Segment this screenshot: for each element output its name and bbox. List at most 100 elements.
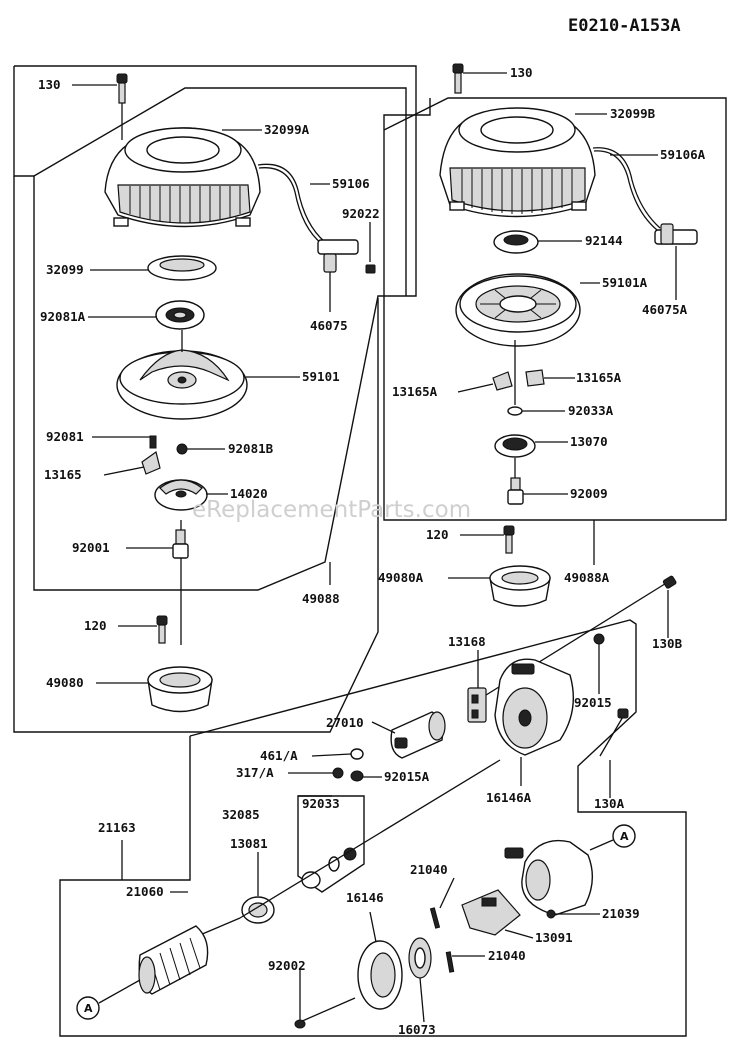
- label-46075: 46075: [310, 318, 348, 333]
- label-92081b: 92081B: [228, 441, 274, 456]
- washer-92033: [328, 847, 357, 872]
- label-461a: 461/A: [260, 748, 298, 763]
- label-59106a: 59106A: [660, 147, 706, 162]
- label-13081: 13081: [230, 836, 268, 851]
- solenoid-27010: [390, 711, 446, 759]
- rope-59106a: [592, 147, 661, 231]
- label-92015a: 92015A: [384, 769, 430, 784]
- label-16146: 16146: [346, 890, 384, 905]
- screw-92009: [507, 458, 524, 505]
- label-92001: 92001: [72, 540, 110, 555]
- label-130a: 130A: [594, 796, 625, 811]
- rope-59106: [257, 163, 326, 245]
- callout-a-right: A: [589, 824, 636, 851]
- ratchet-13165a-right: [525, 369, 545, 387]
- nut-92015a: [350, 770, 364, 782]
- bolt-130a: [599, 708, 629, 795]
- spring-92081a: [155, 300, 205, 330]
- nut-92015: [593, 633, 605, 645]
- label-92009: 92009: [570, 486, 608, 501]
- label-92081a: 92081A: [40, 309, 86, 324]
- watermark: eReplacementParts.com: [192, 497, 471, 523]
- label-130-left: 130: [38, 77, 61, 92]
- label-92081: 92081: [46, 429, 84, 444]
- label-16146a: 16146A: [486, 790, 532, 805]
- armature-21060: [138, 759, 501, 995]
- diagram-code: E0210-A153A: [568, 16, 681, 36]
- label-120-right: 120: [426, 527, 449, 542]
- guide-13070: [494, 434, 536, 458]
- label-49088a: 49088A: [564, 570, 610, 585]
- leader-lines: [72, 72, 677, 1023]
- bolt-120-right: [503, 525, 515, 554]
- label-14020: 14020: [230, 486, 268, 501]
- label-92015: 92015: [574, 695, 612, 710]
- label-32085: 32085: [222, 807, 260, 822]
- spring-92081: [149, 435, 157, 449]
- handle-46075: [317, 239, 359, 273]
- label-13165: 13165: [44, 467, 82, 482]
- label-32099b: 32099B: [610, 106, 656, 121]
- label-27010: 27010: [326, 715, 364, 730]
- spring-92144: [493, 230, 539, 254]
- part-labels: 130 32099A 59106 92022 32099 92081A 4607…: [38, 65, 706, 1037]
- label-13091: 13091: [535, 930, 573, 945]
- pinion-13081: [241, 852, 275, 924]
- bolt-130-left: [116, 73, 128, 140]
- end-cover-16146a: [494, 658, 575, 756]
- bolt-130-right: [452, 63, 464, 94]
- cup-49080a: [489, 565, 551, 607]
- spring-32099: [147, 255, 217, 281]
- screw-92001: [172, 520, 189, 645]
- label-16073: 16073: [398, 1022, 436, 1037]
- label-92022: 92022: [342, 206, 380, 221]
- label-13165a-left: 13165A: [392, 384, 438, 399]
- svg-text:A: A: [84, 1002, 93, 1015]
- washer-16073: [408, 937, 432, 979]
- label-92033a: 92033A: [568, 403, 614, 418]
- label-92144: 92144: [585, 233, 623, 248]
- bolt-92002: [294, 970, 306, 1029]
- callout-a-left: A: [76, 979, 141, 1020]
- label-13165a-right: 13165A: [576, 370, 622, 385]
- front-cover-16146: [299, 940, 403, 1023]
- label-13168: 13168: [448, 634, 486, 649]
- nut-317a: [332, 767, 344, 779]
- label-120-left: 120: [84, 618, 107, 633]
- label-92033: 92033: [302, 796, 340, 811]
- guide-14020: [154, 479, 208, 511]
- ratchet-13165: [141, 450, 161, 475]
- cover-32099b: [439, 107, 596, 218]
- label-92002: 92002: [268, 958, 306, 973]
- label-317a: 317/A: [236, 765, 274, 780]
- ratchet-13165a-left: [492, 371, 513, 391]
- label-49080: 49080: [46, 675, 84, 690]
- label-59101: 59101: [302, 369, 340, 384]
- brush-holder-13168: [467, 687, 487, 723]
- label-59101a: 59101A: [602, 275, 648, 290]
- clip-92022: [365, 228, 376, 274]
- handle-46075a: [654, 223, 698, 245]
- label-59106: 59106: [332, 176, 370, 191]
- pin-21040-top: [429, 907, 441, 929]
- washer-461a: [350, 748, 364, 760]
- label-46075a: 46075A: [642, 302, 688, 317]
- yoke-21039: [504, 839, 593, 919]
- bolt-120-left: [156, 615, 168, 644]
- cup-49080: [147, 666, 213, 713]
- cover-32099a: [104, 127, 261, 228]
- label-21040-bottom: 21040: [488, 948, 526, 963]
- label-130b: 130B: [652, 636, 683, 651]
- brush-plate-13091: [461, 889, 521, 936]
- label-32099a: 32099A: [264, 122, 310, 137]
- label-21163: 21163: [98, 820, 136, 835]
- washer-92081b: [176, 443, 188, 455]
- label-130-right: 130: [510, 65, 533, 80]
- label-13070: 13070: [570, 434, 608, 449]
- svg-text:A: A: [620, 830, 629, 843]
- pin-21040-bottom: [445, 951, 485, 973]
- label-21039: 21039: [602, 906, 640, 921]
- left-assembly-frame: [13, 65, 417, 733]
